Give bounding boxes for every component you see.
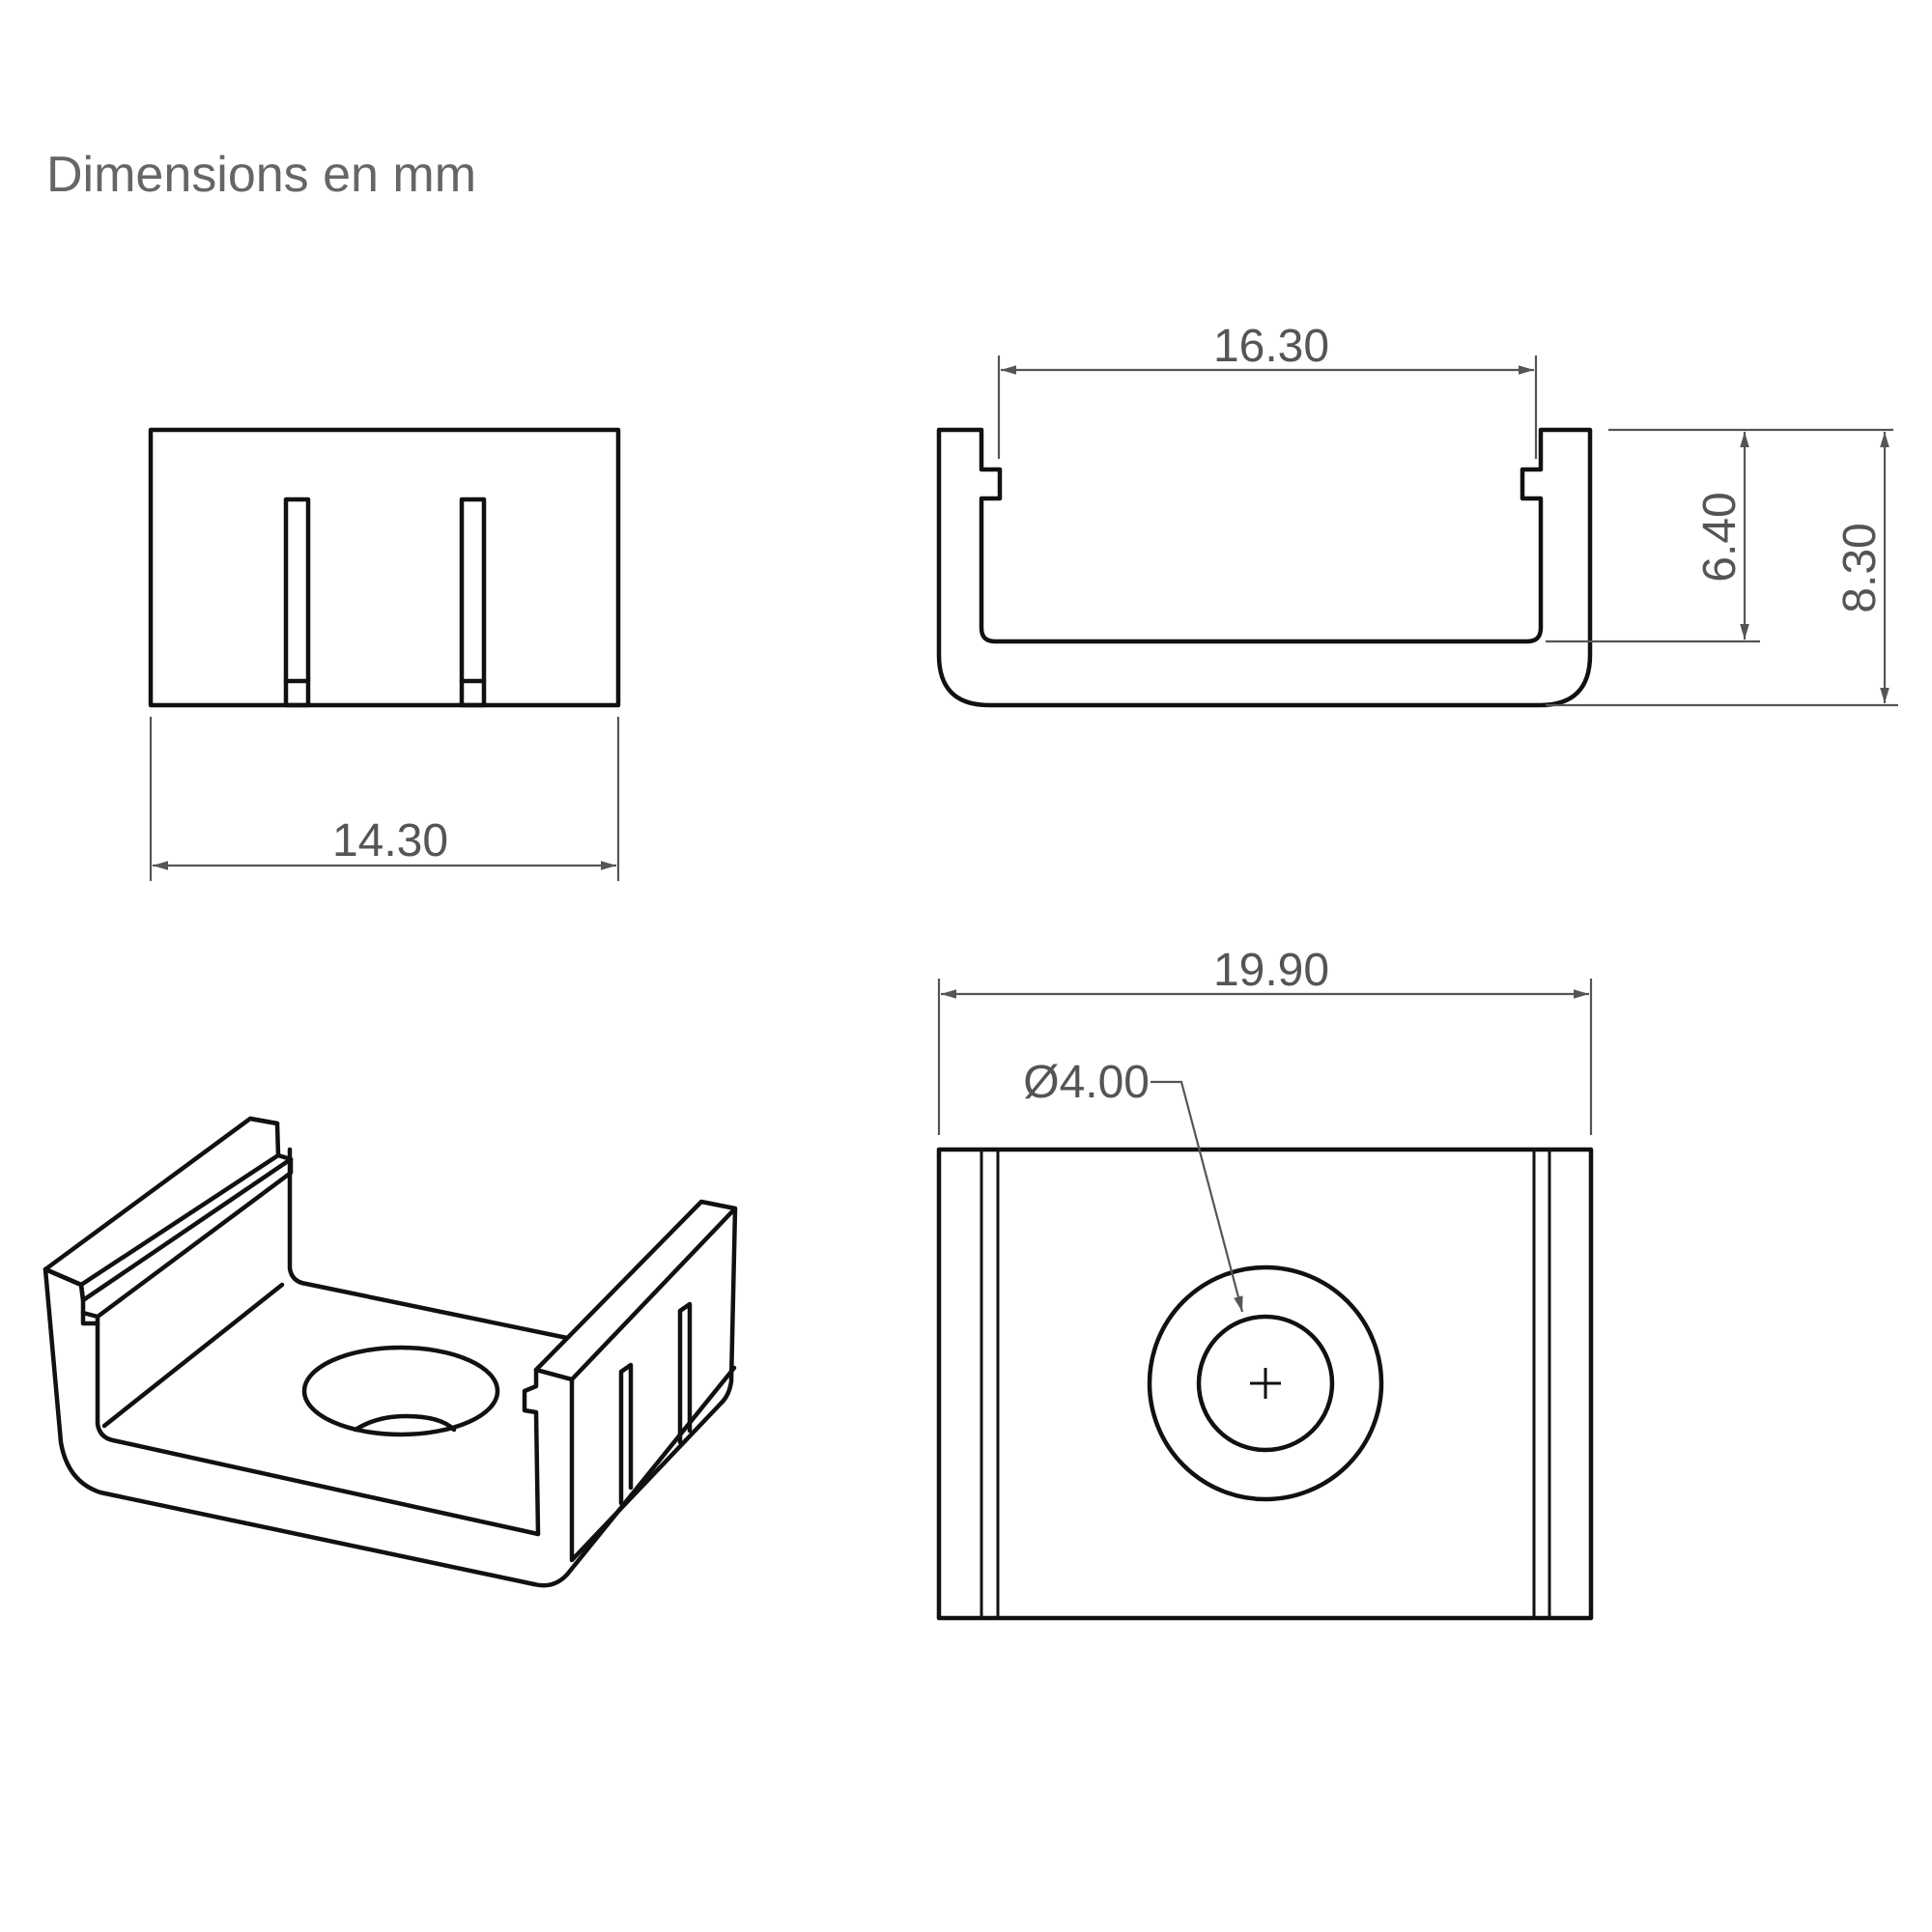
dimension-label-total-height: 8.30 [1834, 523, 1886, 612]
front-view [148, 427, 621, 708]
profile-view [936, 427, 1593, 708]
dimension-hole-diameter: Ø4.00 [1023, 1057, 1244, 1313]
dimension-label-inner-width: 16.30 [1213, 321, 1329, 372]
dimension-inner-width: 16.30 [997, 321, 1538, 459]
dimension-total-height: 8.30 [1546, 432, 1898, 707]
iso-right-rail [533, 1199, 738, 1563]
dimension-front-width: 14.30 [149, 717, 620, 881]
top-view-countersink [1147, 1264, 1384, 1502]
front-view-slot-left [283, 497, 311, 708]
dimension-label-inner-height: 6.40 [1694, 492, 1746, 582]
iso-base-front [531, 1365, 737, 1588]
dimension-label-front-width: 14.30 [332, 815, 448, 867]
dimension-inner-height: 6.40 [1546, 428, 1893, 643]
top-view [936, 1147, 1594, 1621]
iso-right-slot-1 [618, 1362, 634, 1506]
iso-screw-hole-inner [353, 1413, 457, 1433]
top-view-body [936, 1147, 1594, 1621]
iso-screw-hole-outer [301, 1345, 500, 1437]
dimension-label-total-width: 19.90 [1213, 945, 1329, 996]
isometric-view [43, 1116, 738, 1588]
profile-outline [936, 427, 1593, 708]
iso-left-wall [287, 1147, 570, 1341]
front-view-slot-right [459, 497, 487, 708]
page-title: Dimensions en mm [46, 147, 476, 203]
dimension-label-hole-diameter: Ø4.00 [1023, 1057, 1150, 1108]
top-view-screw-hole [1196, 1314, 1335, 1453]
iso-right-slot-2 [677, 1301, 693, 1445]
front-view-body [148, 427, 621, 708]
dimension-total-width: 19.90 [937, 945, 1593, 1135]
leader-line [1151, 1080, 1244, 1313]
